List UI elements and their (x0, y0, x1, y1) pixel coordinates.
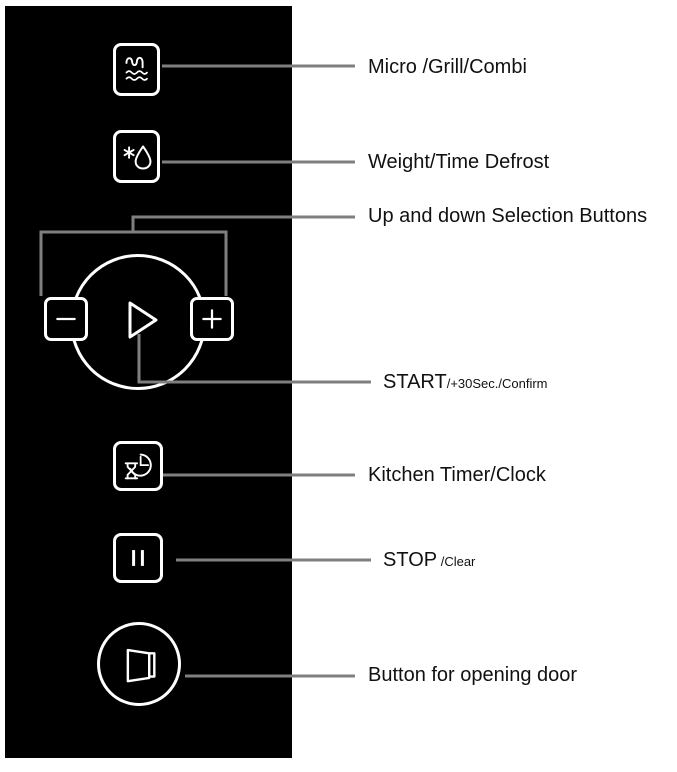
callout-open-door: Button for opening door (368, 665, 577, 685)
callout-up-down-selection: Up and down Selection Buttons (368, 206, 647, 226)
decrease-button[interactable] (44, 297, 88, 341)
start-button[interactable] (118, 297, 162, 343)
kitchen-timer-clock-button[interactable] (113, 441, 163, 491)
callout-stop-text: STOP (383, 549, 438, 571)
microwave-grill-waves-icon (125, 56, 148, 81)
callout-start-subtext: /+30Sec./Confirm (446, 376, 548, 391)
microwave-control-panel (5, 6, 292, 758)
callout-stop-clear: STOP /Clear (383, 550, 475, 570)
callout-micro-grill-combi: Micro /Grill/Combi (368, 57, 527, 77)
callout-door-text: Button for opening door (368, 664, 578, 686)
play-triangle-icon (128, 301, 158, 339)
callout-stop-subtext: /Clear (437, 554, 476, 569)
increase-button[interactable] (190, 297, 234, 341)
pause-icon (132, 550, 144, 566)
callout-start-text: START (383, 371, 447, 393)
callout-start: START/+30Sec./Confirm (383, 372, 548, 392)
callout-weight-time-defrost: Weight/Time Defrost (368, 152, 549, 172)
minus-icon (56, 317, 76, 321)
snowflake-droplet-icon (123, 145, 152, 170)
callout-kitchen-timer-clock: Kitchen Timer/Clock (368, 465, 546, 485)
weight-time-defrost-button[interactable] (113, 130, 160, 183)
open-door-button[interactable] (97, 622, 181, 706)
callout-defrost-text: Weight/Time Defrost (368, 151, 550, 173)
micro-grill-combi-button[interactable] (113, 43, 160, 96)
plus-icon (202, 309, 222, 329)
hourglass-clock-icon (124, 453, 152, 480)
callout-updown-text: Up and down Selection Buttons (368, 205, 648, 227)
callout-timer-text: Kitchen Timer/Clock (368, 464, 546, 486)
callout-micro-text: Micro /Grill/Combi (368, 56, 527, 78)
open-door-icon (126, 648, 156, 683)
stop-clear-button[interactable] (113, 533, 163, 583)
